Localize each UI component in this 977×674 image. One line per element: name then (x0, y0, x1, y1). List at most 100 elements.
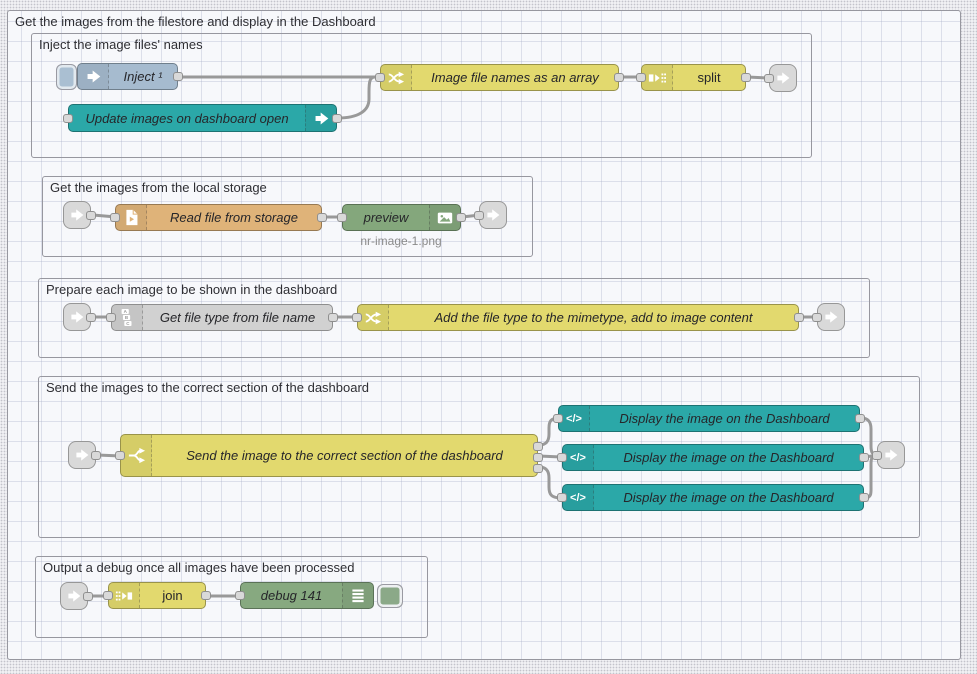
port-out[interactable] (614, 73, 624, 82)
link-in-icon (71, 311, 84, 323)
template-code-icon: </> (563, 445, 594, 470)
port-out[interactable] (173, 72, 183, 81)
port-out[interactable] (741, 73, 751, 82)
port-in[interactable] (872, 450, 882, 460)
port-in[interactable] (557, 493, 567, 502)
group-prepare[interactable]: Prepare each image to be shown in the da… (38, 278, 870, 358)
port-out[interactable] (91, 450, 101, 460)
template-code-icon: </> (563, 485, 594, 510)
inject-arrow-icon (78, 64, 109, 89)
port-out[interactable] (86, 210, 96, 220)
node-link-in-3[interactable] (68, 441, 101, 469)
node-split[interactable]: split (636, 64, 751, 91)
port-in[interactable] (352, 313, 362, 322)
group-send[interactable]: Send the images to the correct section o… (38, 376, 920, 538)
node-file-read[interactable]: Read file from storage (110, 204, 327, 231)
group-inject-label: Inject the image files' names (39, 37, 203, 52)
port-out[interactable] (332, 113, 342, 123)
node-ui-template-2[interactable]: </> Display the image on the Dashboard (557, 444, 869, 471)
port-in[interactable] (764, 73, 774, 83)
node-change-filenames[interactable]: Image file names as an array (375, 64, 624, 91)
port-in[interactable] (375, 73, 385, 82)
group-inject[interactable]: Inject the image files' names (31, 33, 812, 158)
group-send-label: Send the images to the correct section o… (46, 380, 370, 395)
node-link-out-3[interactable] (812, 303, 845, 331)
debug-toggle-button[interactable] (377, 584, 403, 608)
port-in[interactable] (553, 414, 563, 423)
node-ui-template-3[interactable]: </> Display the image on the Dashboard (557, 484, 869, 511)
node-filenames-label: Image file names as an array (431, 70, 599, 85)
join-icon (109, 583, 140, 608)
switch-fork-icon (121, 435, 152, 476)
group-outer-label: Get the images from the filestore and di… (15, 14, 376, 29)
port-in[interactable] (103, 591, 113, 600)
svg-text:A: A (124, 309, 128, 314)
node-link-out-1[interactable] (764, 64, 797, 92)
link-out-icon (777, 72, 790, 84)
port-out[interactable] (859, 493, 869, 502)
node-inject[interactable]: Inject ¹ (77, 63, 183, 90)
port-out-1[interactable] (533, 441, 543, 451)
port-in[interactable] (474, 210, 484, 220)
node-inject-label: Inject ¹ (123, 69, 163, 84)
port-out[interactable] (86, 312, 96, 322)
svg-text:C: C (126, 321, 130, 326)
node-ui-control-update[interactable]: Update images on dashboard open (63, 104, 342, 132)
wire[interactable] (537, 465, 563, 500)
node-link-out-4[interactable] (872, 441, 905, 469)
node-join[interactable]: join (103, 582, 211, 609)
port-in[interactable] (636, 73, 646, 82)
node-preview-status: nr-image-1.png (360, 234, 442, 248)
port-in[interactable] (106, 313, 116, 322)
node-display1-label: Display the image on the Dashboard (619, 411, 830, 426)
node-link-in-1[interactable] (63, 201, 96, 229)
group-output-label: Output a debug once all images have been… (43, 560, 355, 575)
change-shuffle-icon (381, 65, 412, 90)
node-change-addtype[interactable]: Add the file type to the mimetype, add t… (352, 304, 804, 331)
split-icon (642, 65, 673, 90)
node-image-preview[interactable]: preview (337, 204, 466, 231)
group-output[interactable]: Output a debug once all images have been… (35, 556, 428, 638)
port-out[interactable] (201, 591, 211, 600)
node-get-file-type[interactable]: A B C Get file type from file name (106, 304, 338, 331)
node-debug-label: debug 141 (260, 588, 323, 603)
port-out[interactable] (859, 453, 869, 462)
port-out[interactable] (855, 414, 865, 423)
port-in[interactable] (557, 453, 567, 462)
node-gettype-label: Get file type from file name (159, 310, 316, 325)
port-out[interactable] (794, 313, 804, 322)
port-out[interactable] (456, 213, 466, 222)
node-switch-send[interactable]: Send the image to the correct section of… (115, 434, 543, 477)
port-in[interactable] (337, 213, 347, 222)
port-out[interactable] (317, 213, 327, 222)
node-update-label: Update images on dashboard open (85, 110, 289, 126)
port-in[interactable] (110, 213, 120, 222)
node-switch-label: Send the image to the correct section of… (186, 448, 503, 463)
port-in[interactable] (812, 312, 822, 322)
node-join-label: join (162, 588, 183, 603)
wire[interactable] (336, 75, 377, 120)
link-in-icon (71, 209, 84, 221)
node-ui-template-1[interactable]: </> Display the image on the Dashboard (553, 405, 865, 432)
node-link-in-2[interactable] (63, 303, 96, 331)
node-link-out-2[interactable] (474, 201, 507, 229)
port-in[interactable] (63, 113, 73, 123)
port-out[interactable] (328, 313, 338, 322)
port-out-2[interactable] (533, 452, 543, 462)
dashboard-arrow-icon (305, 105, 336, 131)
image-icon (429, 205, 460, 230)
port-out-3[interactable] (533, 463, 543, 473)
link-in-icon (68, 590, 81, 602)
group-storage[interactable]: Get the images from the local storage (42, 176, 533, 257)
file-icon (116, 205, 147, 230)
link-out-icon (825, 311, 838, 323)
port-in[interactable] (235, 591, 245, 600)
node-debug[interactable]: debug 141 (235, 582, 374, 609)
link-out-icon (487, 209, 500, 221)
port-out[interactable] (83, 591, 93, 601)
node-link-in-4[interactable] (60, 582, 93, 610)
inject-trigger-button[interactable] (56, 64, 77, 90)
port-in[interactable] (115, 451, 125, 460)
